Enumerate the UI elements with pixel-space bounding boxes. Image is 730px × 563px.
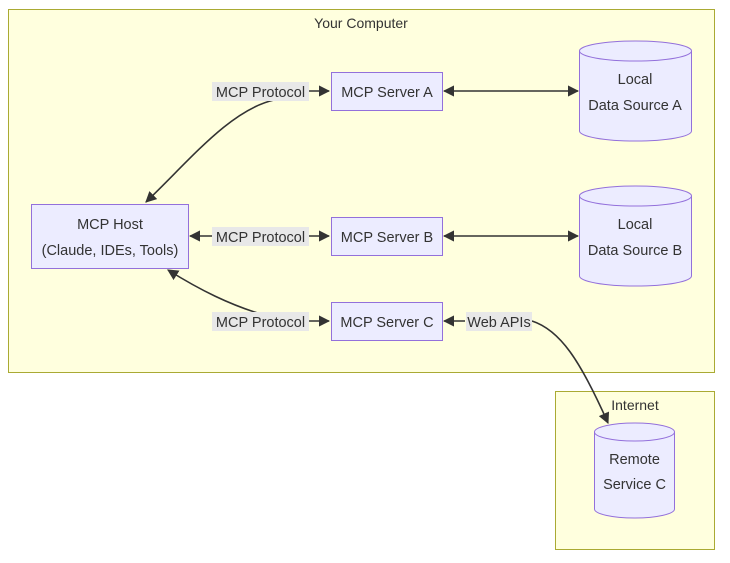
mcp-server-c-node: MCP Server C [331,302,443,341]
cluster-internet: Internet [555,391,715,550]
data-source-a-line1: Local [618,72,653,88]
mcp-server-c-label: MCP Server C [340,315,433,331]
data-source-b-line2: Data Source B [588,243,682,259]
data-source-a-line2: Data Source A [588,98,682,114]
data-source-b-line1: Local [618,217,653,233]
remote-service-c-line1: Remote [609,452,660,468]
mcp-server-a-label: MCP Server A [341,85,433,101]
edge-label-web-apis: Web APIs [467,315,530,331]
remote-service-c-line2: Service C [603,477,666,493]
edge-server-c-remote-c: Web APIs [442,312,610,425]
data-source-a-cylinder: Local Data Source A [579,40,692,142]
mcp-server-a-node: MCP Server A [331,72,443,111]
remote-service-c-cylinder: Remote Service C [594,422,675,519]
edge-label-host-server-a: MCP Protocol [216,85,305,101]
mcp-host-title: MCP Host [77,217,143,233]
edge-label-host-server-c: MCP Protocol [216,315,305,331]
mcp-host-subtitle: (Claude, IDEs, Tools) [42,243,179,259]
mcp-server-b-label: MCP Server B [341,230,433,246]
mcp-host-node: MCP Host (Claude, IDEs, Tools) [31,204,189,269]
cluster-internet-label: Internet [611,397,659,413]
mcp-server-b-node: MCP Server B [331,217,443,256]
edge-label-host-server-b: MCP Protocol [216,230,305,246]
data-source-b-cylinder: Local Data Source B [579,185,692,287]
cluster-your-computer-label: Your Computer [314,15,408,31]
edge-host-server-b: MCP Protocol [188,227,331,246]
edge-host-server-c: MCP Protocol [167,269,331,331]
edge-host-server-a: MCP Protocol [145,82,331,203]
